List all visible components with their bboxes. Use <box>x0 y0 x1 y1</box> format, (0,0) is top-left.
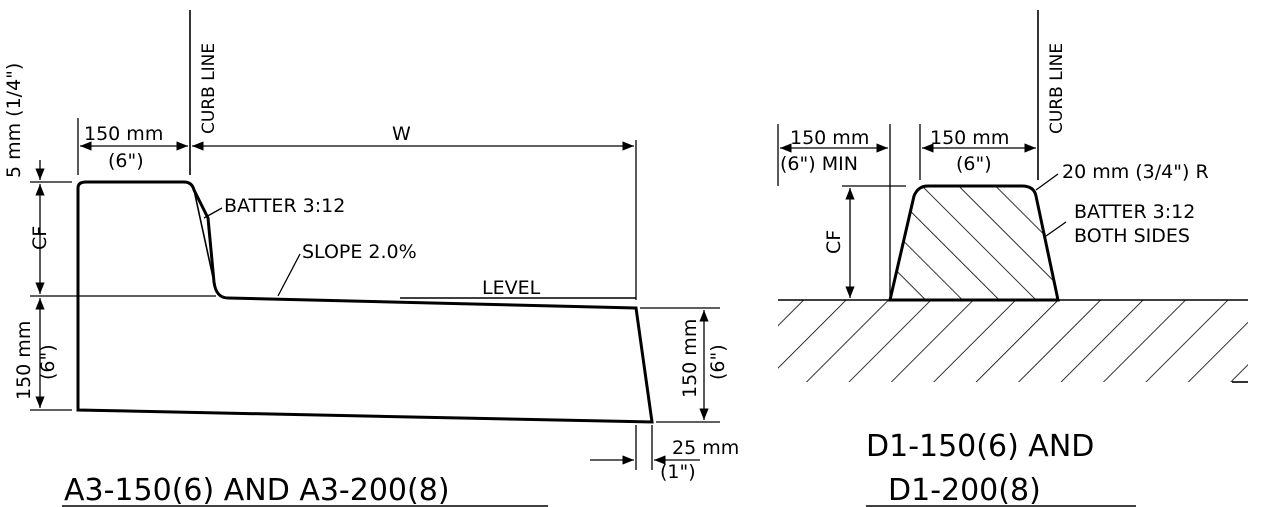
d1-label-cf: CF <box>823 230 845 254</box>
d1-label-radius: 20 mm (3/4") R <box>1062 161 1209 183</box>
detail-a3: 5 mm (1/4") 150 mm (6") CURB LINE W BATT… <box>3 10 739 507</box>
d1-title-line1: D1-150(6) AND <box>866 429 1094 464</box>
a3-label-6in-right: (6") <box>707 344 729 380</box>
a3-label-w: W <box>392 123 411 145</box>
d1-label-150mm-b: 150 mm <box>930 127 1009 149</box>
a3-label-150mm-right: 150 mm <box>679 319 701 398</box>
a3-label-150mm-top: 150 mm <box>84 123 163 145</box>
d1-curb-body <box>888 184 1060 302</box>
a3-label-curb-line: CURB LINE <box>199 43 219 134</box>
d1-base-hatched <box>778 300 1248 382</box>
d1-label-batter: BATTER 3:12 <box>1074 201 1195 223</box>
a3-label-25mm: 25 mm <box>672 437 739 459</box>
a3-label-cf: CF <box>29 226 51 250</box>
a3-label-1in: (1") <box>660 461 696 483</box>
d1-title-line2: D1-200(8) <box>888 473 1041 507</box>
a3-label-150mm-left: 150 mm <box>13 321 35 400</box>
a3-label-slope: SLOPE 2.0% <box>302 241 417 263</box>
detail-d1: 150 mm (6") MIN 150 mm (6") CURB LINE 20… <box>777 10 1248 507</box>
d1-label-6in-b: (6") <box>956 153 992 175</box>
d1-label-150mm-a: 150 mm <box>790 127 869 149</box>
a3-label-5mm: 5 mm (1/4") <box>3 63 25 178</box>
d1-label-both-sides: BOTH SIDES <box>1074 225 1190 247</box>
a3-label-6in-top: (6") <box>108 150 144 172</box>
a3-label-batter: BATTER 3:12 <box>224 195 345 217</box>
a3-label-level: LEVEL <box>482 277 541 299</box>
a3-curb-profile <box>76 180 654 424</box>
a3-label-6in-left: (6") <box>37 344 59 380</box>
d1-label-6in-min: (6") MIN <box>780 153 858 175</box>
a3-title: A3-150(6) AND A3-200(8) <box>64 473 450 507</box>
d1-label-curb-line: CURB LINE <box>1047 43 1067 134</box>
